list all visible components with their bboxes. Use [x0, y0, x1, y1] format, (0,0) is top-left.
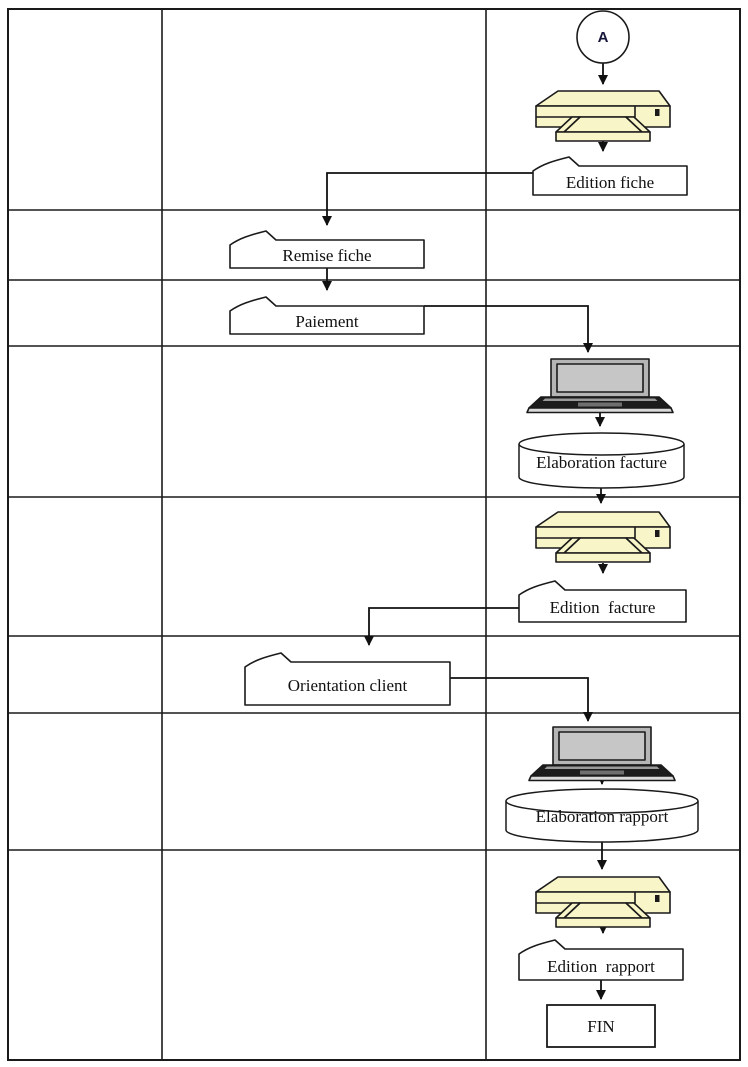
node-label-edition-rapport: Edition rapport — [547, 956, 655, 976]
document-shape-orientation-client — [244, 652, 451, 706]
database-cylinder-icon — [505, 788, 699, 843]
document-shape-edition-facture — [518, 580, 687, 623]
start-connector-circle — [576, 10, 630, 64]
laptop-icon — [526, 358, 674, 414]
node-label-elaboration-facture: Elaboration facture — [536, 452, 667, 472]
node-label-paiement: Paiement — [295, 312, 359, 331]
document-shape-paiement — [229, 296, 425, 335]
document-shape-edition-fiche — [532, 156, 688, 196]
arrow-paiement-to-laptop1 — [424, 305, 593, 353]
database-cylinder-icon — [518, 432, 685, 489]
flow-arrows — [322, 63, 608, 1000]
node-label-edition-facture: Edition facture — [549, 598, 656, 617]
node-label-elaboration-rapport: Elaboration rapport — [535, 806, 669, 826]
arrow-edition-facture-to-orientation-client — [364, 607, 519, 646]
start-node-label: A — [597, 28, 609, 46]
node-label-fin: FIN — [587, 1016, 615, 1036]
printer-icon — [535, 876, 671, 928]
arrow-orientation-client-to-laptop2 — [450, 677, 593, 722]
arrow-edition-fiche-to-remise-fiche — [322, 172, 533, 226]
node-label-orientation-client: Orientation client — [287, 675, 408, 695]
document-shape-edition-rapport — [518, 939, 684, 981]
printer-icon — [535, 511, 671, 563]
fin-box — [546, 1004, 656, 1048]
document-shape-remise-fiche — [229, 230, 425, 269]
node-label-remise-fiche: Remise fiche — [282, 246, 372, 265]
table-grid — [7, 8, 741, 1061]
node-label-edition-fiche: Edition fiche — [565, 172, 655, 192]
printer-icon — [535, 90, 671, 142]
document-shapes — [229, 156, 688, 981]
laptop-icon — [528, 726, 676, 782]
